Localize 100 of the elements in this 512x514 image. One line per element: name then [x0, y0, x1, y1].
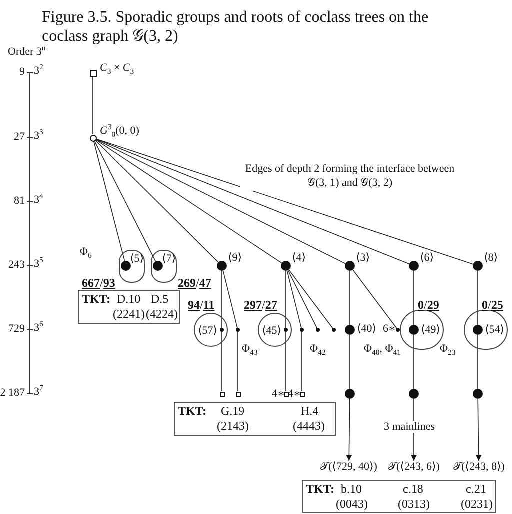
- table-cell: D.10: [117, 293, 141, 306]
- graph-edge: [92, 76, 94, 135]
- count-ratio: 667/93: [82, 277, 116, 290]
- table-cell: (2143): [217, 420, 249, 434]
- vertex-dot: [345, 261, 355, 271]
- table-cell: (0313): [398, 498, 430, 512]
- count-ratio: 0/25: [482, 299, 504, 312]
- table-cell: G.19: [221, 405, 245, 418]
- enclosure-ring: [151, 250, 177, 283]
- vertex-dot: [300, 328, 304, 332]
- graph-edge: [96, 140, 282, 264]
- axis-value: 2 187: [0, 387, 25, 400]
- tkt-table: [78, 290, 180, 324]
- vertex-label: 4∗: [288, 388, 301, 400]
- vertex-label: ⟨40⟩: [357, 323, 377, 336]
- tree-label: 𝒯(⟨729, 40⟩): [320, 461, 378, 473]
- graph-edge: [288, 270, 334, 329]
- graph-edge: [94, 140, 156, 262]
- count-ratio: 0/29: [418, 299, 440, 312]
- graph-edge: [96, 138, 474, 265]
- vertex-label: ⟨49⟩: [421, 324, 441, 336]
- vertex-label: ⟨5⟩: [130, 253, 144, 266]
- table-heading: TKT:: [306, 483, 334, 496]
- vertex-square: [300, 392, 304, 396]
- vertex-label: ⟨6⟩: [420, 252, 434, 264]
- graph-edge: [222, 270, 238, 328]
- annotation-text: 3 mainlines: [384, 421, 436, 434]
- vertex-dot: [220, 328, 224, 332]
- vertex-label: 4∗: [272, 388, 285, 400]
- axis-value: 9: [20, 66, 25, 78]
- tree-label: 𝒯(⟨243, 8⟩): [454, 461, 504, 473]
- axis-value: 3$^{5}$: [34, 258, 44, 270]
- axis-value: 3$^{7}$: [34, 386, 44, 398]
- vertex-dot: [396, 328, 400, 332]
- vertex-dot: [409, 389, 419, 399]
- axis-value: 81: [14, 195, 25, 208]
- vertex-dot: [409, 325, 419, 335]
- vertex-dot: [121, 261, 131, 271]
- vertex-dot: [473, 261, 483, 271]
- vertex-label: ⟨4⟩: [292, 252, 306, 264]
- map-label: Φ$_{42}$: [310, 343, 326, 356]
- table-cell: (0231): [461, 498, 493, 512]
- graph-edge: [96, 139, 346, 264]
- table-cell: (0043): [336, 498, 368, 512]
- vertex-dot: [473, 325, 483, 335]
- arrow: [476, 398, 482, 462]
- arrow: [346, 398, 352, 462]
- vertex-label: 6∗: [383, 323, 396, 336]
- vertex-dot: [153, 261, 163, 271]
- map-label: Φ$_{43}$: [242, 343, 258, 356]
- graph-edge: [95, 140, 219, 263]
- table-cell: (2241): [113, 308, 145, 322]
- vertex-label: ⟨7⟩: [162, 253, 176, 266]
- axis-value: 243: [8, 259, 25, 272]
- vertex-circle: [90, 134, 96, 142]
- table-heading: TKT:: [178, 405, 206, 418]
- vertex-label: ⟨57⟩: [198, 325, 218, 338]
- vertex-label: G$^{3}$$_{0}$(0, 0): [100, 125, 140, 138]
- table-cell: H.4: [301, 405, 319, 418]
- table-heading: TKT:: [82, 293, 110, 306]
- vertex-dot: [236, 328, 240, 332]
- vertex-dot: [332, 328, 336, 332]
- vertex-label: ⟨3⟩: [356, 252, 370, 264]
- count-ratio: 297/27: [244, 299, 278, 312]
- vertex-square: [90, 70, 96, 76]
- table-cell: (4224): [146, 308, 178, 322]
- graph-edge: [96, 138, 410, 264]
- axis-value: 3$^{3}$: [34, 130, 44, 142]
- enclosure-ring: [464, 310, 508, 350]
- vertex-dot: [284, 328, 288, 332]
- enclosure-ring: [119, 250, 145, 283]
- table-cell: (4443): [293, 420, 325, 434]
- count-ratio: 94/11: [188, 299, 215, 312]
- graph-edge: [286, 270, 302, 328]
- table-cell: D.5: [151, 293, 169, 306]
- graph-edge: [352, 270, 398, 329]
- vertex-dot: [473, 389, 483, 399]
- axis-value: 27: [14, 131, 25, 144]
- axis-value: 3$^{2}$: [34, 65, 44, 78]
- axis-title: Order 3$^{n}$: [8, 46, 46, 58]
- count-ratio: 269/47: [178, 277, 212, 290]
- vertex-dot: [345, 389, 355, 399]
- graph-edge: [288, 270, 318, 329]
- enclosure-ring: [258, 313, 292, 347]
- tkt-table: [302, 480, 496, 513]
- tree-label: 𝒯(⟨243, 6⟩): [388, 461, 440, 473]
- vertex-dot: [316, 328, 320, 332]
- vertex-dot: [281, 261, 291, 271]
- vertex-square: [220, 392, 224, 396]
- map-label: Φ$_{40}$, Φ$_{41}$: [364, 343, 401, 356]
- enclosure-ring: [194, 313, 228, 347]
- vertex-square: [284, 392, 288, 396]
- table-cell: c.21: [466, 483, 486, 496]
- table-cell: b.10: [341, 483, 362, 496]
- axis-value: 729: [8, 323, 25, 336]
- vertex-dot: [345, 325, 355, 335]
- vertex-label: ⟨45⟩: [262, 325, 282, 338]
- vertex-label: ⟨9⟩: [228, 252, 242, 264]
- vertex-square: [236, 392, 240, 396]
- graph-edge: [94, 141, 126, 262]
